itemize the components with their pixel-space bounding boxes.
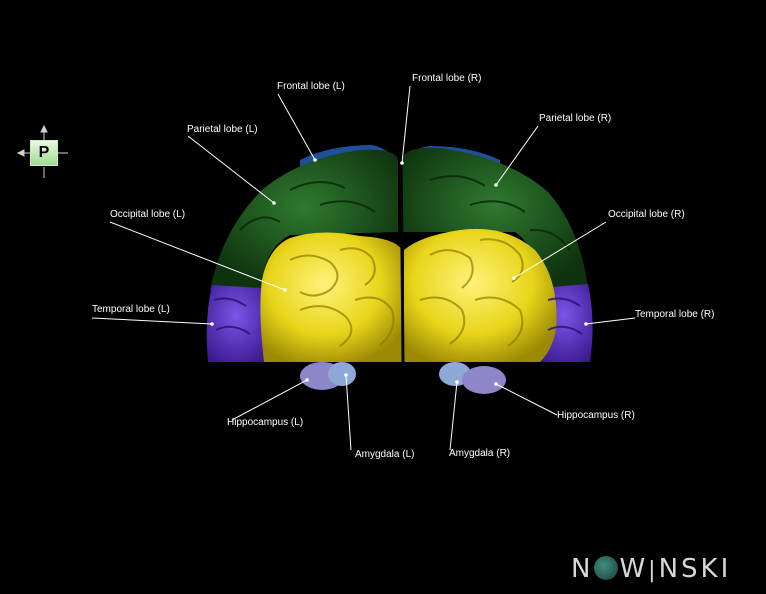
label-occipital-lobe-left: Occipital lobe (L) xyxy=(110,209,186,220)
logo-text-end: NSKI xyxy=(658,554,732,584)
logo-text-start: N xyxy=(571,554,594,584)
label-temporal-lobe-right: Temporal lobe (R) xyxy=(635,309,715,320)
logo-text-mid: W xyxy=(619,554,649,584)
amygdala-left xyxy=(328,362,356,386)
parietal-gyri xyxy=(239,175,571,251)
hippocampus-right xyxy=(462,366,506,394)
leader-lines xyxy=(91,85,636,451)
parietal-lobe-right xyxy=(402,147,588,290)
label-amygdala-left: Amygdala (L) xyxy=(355,449,415,460)
globe-icon xyxy=(594,556,619,580)
parietal-lobe-left xyxy=(210,149,398,292)
orientation-posterior-button[interactable]: P xyxy=(30,140,58,166)
label-hippocampus-right: Hippocampus (R) xyxy=(557,410,635,421)
label-hippocampus-left: Hippocampus (L) xyxy=(227,417,304,428)
label-frontal-lobe-right: Frontal lobe (R) xyxy=(412,73,482,84)
occipital-gyri xyxy=(289,238,524,347)
longitudinal-fissure xyxy=(399,149,405,363)
label-occipital-lobe-right: Occipital lobe (R) xyxy=(608,209,685,220)
orientation-widget[interactable]: P xyxy=(17,126,71,180)
label-parietal-lobe-left: Parietal lobe (L) xyxy=(187,124,258,135)
label-temporal-lobe-left: Temporal lobe (L) xyxy=(92,304,170,315)
leader-points xyxy=(210,158,588,386)
occipital-lobe-right xyxy=(404,228,557,362)
label-frontal-lobe-left: Frontal lobe (L) xyxy=(277,81,345,92)
occipital-lobe-left xyxy=(260,232,404,362)
temporal-gyri xyxy=(213,297,583,335)
label-amygdala-right: Amygdala (R) xyxy=(449,448,511,459)
temporal-lobe-left xyxy=(206,285,266,362)
label-parietal-lobe-right: Parietal lobe (R) xyxy=(539,113,612,124)
orientation-arrows xyxy=(16,124,68,178)
